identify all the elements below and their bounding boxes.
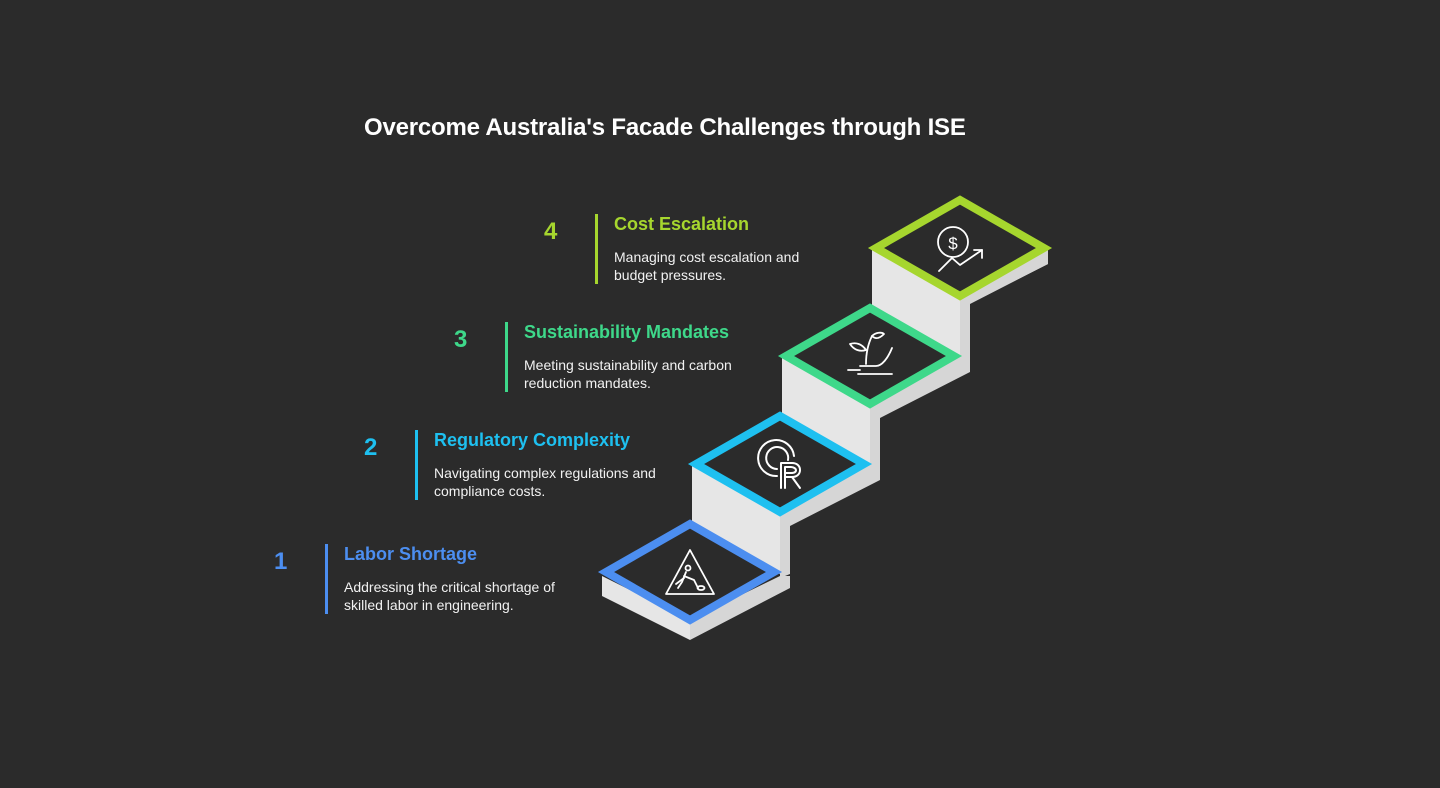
worker-digging-warning-sign-icon: [665, 549, 715, 595]
step-description-1: Addressing the critical shortage of skil…: [344, 579, 555, 613]
step-bar-1: [325, 544, 328, 614]
step-bar-2: [415, 430, 418, 500]
step-description-2: Navigating complex regulations and compl…: [434, 465, 656, 499]
step-number-3: 3: [454, 326, 468, 353]
step-number-4: 4: [544, 218, 558, 245]
step-title-3: Sustainability Mandates: [524, 322, 730, 342]
stair-top-4: [867, 195, 1053, 301]
stair-step-1: [602, 576, 790, 640]
step-description-3: Meeting sustainability and carbon reduct…: [524, 357, 732, 391]
step-bar-4: [595, 214, 598, 284]
registered-trademark-icon: [757, 439, 801, 489]
plant-in-hand-icon: [847, 331, 893, 375]
stair-top-1: [597, 519, 783, 625]
dollar-trending-up-icon: $: [937, 226, 983, 272]
step-title-2: Regulatory Complexity: [434, 430, 631, 450]
svg-text:$: $: [948, 234, 958, 253]
step-title-1: Labor Shortage: [344, 544, 478, 564]
stair-top-3: [777, 303, 963, 409]
stair-step-2: [692, 464, 880, 578]
page-title: Overcome Australia's Facade Challenges t…: [364, 114, 966, 141]
step-title-4: Cost Escalation: [614, 214, 750, 234]
step-bar-3: [505, 322, 508, 392]
step-number-2: 2: [364, 434, 378, 461]
stair-step-3: [782, 356, 970, 470]
step-number-1: 1: [274, 548, 288, 575]
step-description-4: Managing cost escalation and budget pres…: [614, 249, 800, 283]
